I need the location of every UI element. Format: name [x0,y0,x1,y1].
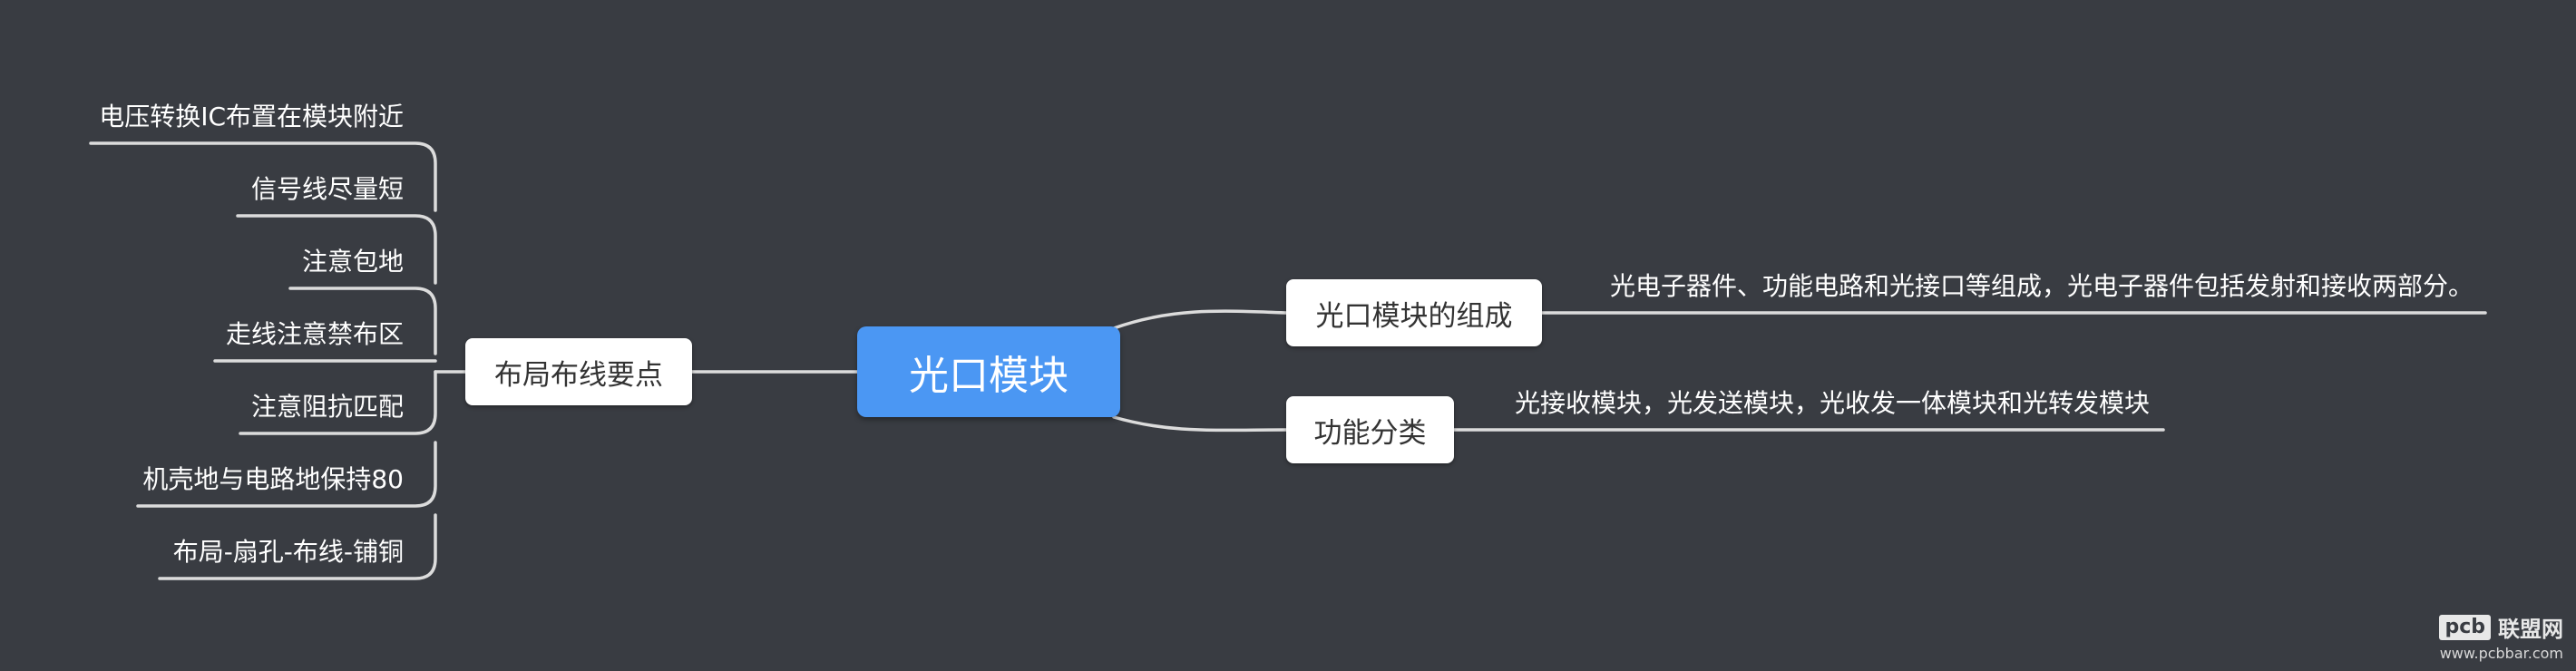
leaf-item[interactable]: 走线注意禁布区 [181,314,404,352]
leaf-line-1 [236,214,437,285]
branch-composition[interactable]: 光口模块的组成 [1286,279,1542,346]
watermark-logo: pcb [2439,614,2491,640]
leaf-line-4 [239,370,437,435]
leaf-label: 信号线尽量短 [250,174,404,204]
leaf-line-6 [158,513,437,580]
leaf-line-2 [288,287,437,355]
detail-composition[interactable]: 光电子器件、功能电路和光接口等组成，光电子器件包括发射和接收两部分。 [1610,266,2481,304]
detail-label: 光电子器件、功能电路和光接口等组成，光电子器件包括发射和接收两部分。 [1610,271,2474,301]
leaf-line-5 [136,441,437,508]
link-root-right-2 [1112,415,1288,433]
root-node[interactable]: 光口模块 [857,326,1120,417]
leaf-item[interactable]: 注意阻抗匹配 [209,386,404,424]
branch-label: 光口模块的组成 [1315,299,1513,333]
leaf-item[interactable]: 注意包地 [245,241,404,279]
leaf-item[interactable]: 电压转换IC布置在模块附近 [82,96,404,134]
branch-function-types[interactable]: 功能分类 [1286,396,1454,463]
leaf-label: 走线注意禁布区 [225,319,404,349]
leaf-item[interactable]: 布局-扇孔-布线-铺铜 [136,531,404,569]
leaf-label: 机壳地与电路地保持80 [142,464,404,494]
leaf-label: 注意阻抗匹配 [250,392,404,422]
leaf-item[interactable]: 机壳地与电路地保持80 [109,459,404,497]
detail-label: 光接收模块，光发送模块，光收发一体模块和光转发模块 [1515,388,2151,418]
leaf-label: 布局-扇孔-布线-铺铜 [172,537,404,567]
root-label: 光口模块 [909,353,1068,399]
detail-function-types[interactable]: 光接收模块，光发送模块，光收发一体模块和光转发模块 [1515,383,2163,421]
watermark-url: www.pcbbar.com [2439,645,2563,662]
branch-label: 功能分类 [1313,416,1427,450]
watermark: pcb 联盟网 www.pcbbar.com [2439,611,2563,662]
leaf-item[interactable]: 信号线尽量短 [200,169,404,207]
leaf-label: 电压转换IC布置在模块附近 [99,102,404,131]
branch-label: 布局布线要点 [494,358,663,392]
leaf-label: 注意包地 [301,247,404,277]
link-root-right-1 [1112,309,1288,330]
leaf-line-0 [89,141,437,212]
branch-layout-routing[interactable]: 布局布线要点 [465,338,692,405]
watermark-brand: 联盟网 [2498,617,2563,642]
watermark-logo-row: pcb 联盟网 [2439,611,2563,643]
